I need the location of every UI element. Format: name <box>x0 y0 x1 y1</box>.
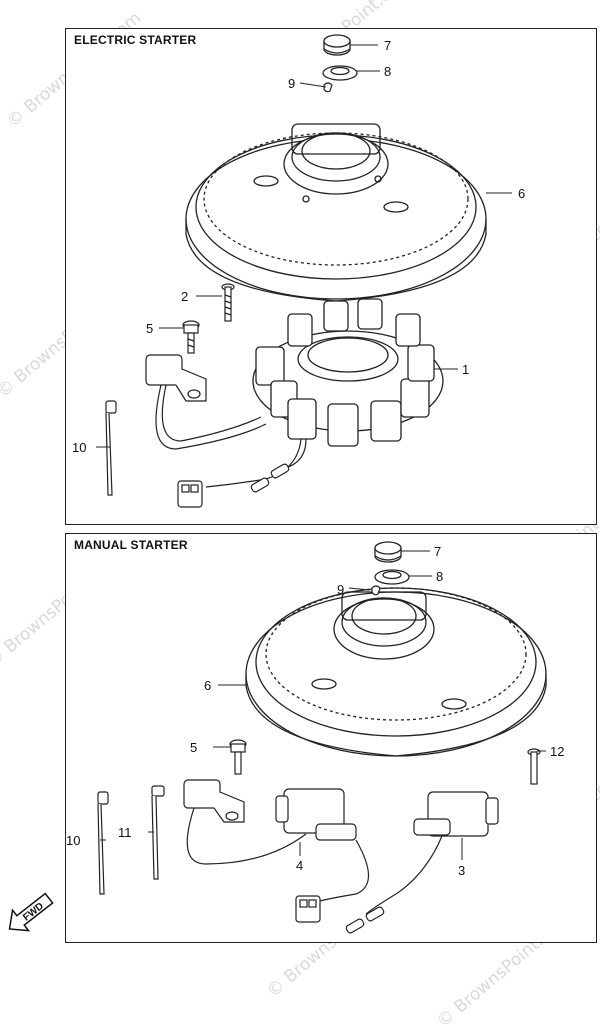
callout-12: 12 <box>550 744 564 759</box>
washer-part <box>374 569 410 585</box>
callout-5: 5 <box>190 740 197 755</box>
leader-lines <box>100 550 546 860</box>
nut-part <box>374 541 402 563</box>
manual-starter-panel: MANUAL STARTER <box>65 533 597 943</box>
callout-4: 4 <box>296 858 303 873</box>
pulser-coil-part <box>183 779 245 823</box>
callout-7: 7 <box>434 544 441 559</box>
stator-part <box>252 298 444 447</box>
coupler-part <box>295 895 321 923</box>
bolt-part <box>221 283 235 322</box>
flywheel-part <box>245 587 547 757</box>
bolt-part <box>229 739 247 775</box>
callout-3: 3 <box>458 863 465 878</box>
fwd-arrow-icon: FWD <box>8 892 54 932</box>
callout-7: 7 <box>384 38 391 53</box>
callout-10: 10 <box>72 440 86 455</box>
callout-5: 5 <box>146 321 153 336</box>
washer-part <box>322 65 358 81</box>
terminal-part <box>250 463 290 493</box>
cable-tie-part <box>97 785 165 895</box>
key-part <box>371 585 381 596</box>
flywheel-part <box>185 123 487 302</box>
pulser-coil-part <box>145 354 207 402</box>
callout-9: 9 <box>337 582 344 597</box>
cable-tie-part <box>105 400 117 496</box>
callout-11: 11 <box>118 825 132 840</box>
callout-2: 2 <box>181 289 188 304</box>
coil-part <box>413 791 499 837</box>
callout-6: 6 <box>518 186 525 201</box>
wire-harness <box>186 807 443 915</box>
callout-10: 10 <box>66 833 80 848</box>
bolt-part <box>527 748 541 785</box>
callout-6: 6 <box>204 678 211 693</box>
key-part <box>323 82 333 93</box>
coupler-part <box>177 480 203 508</box>
callout-8: 8 <box>436 569 443 584</box>
terminal-part <box>345 906 385 934</box>
manual-diagram: 7 8 9 6 5 12 10 11 4 3 <box>66 541 564 934</box>
callout-9: 9 <box>288 76 295 91</box>
nut-part <box>323 34 351 56</box>
coil-part <box>275 788 357 841</box>
panel-title: ELECTRIC STARTER <box>74 33 197 47</box>
callout-1: 1 <box>462 362 469 377</box>
electric-diagram: 7 8 9 6 2 5 1 10 <box>72 34 525 508</box>
electric-starter-panel: ELECTRIC STARTER <box>65 28 597 525</box>
leader-lines <box>96 44 512 448</box>
callout-8: 8 <box>384 64 391 79</box>
bolt-part <box>182 320 200 354</box>
panel-title: MANUAL STARTER <box>74 538 188 552</box>
